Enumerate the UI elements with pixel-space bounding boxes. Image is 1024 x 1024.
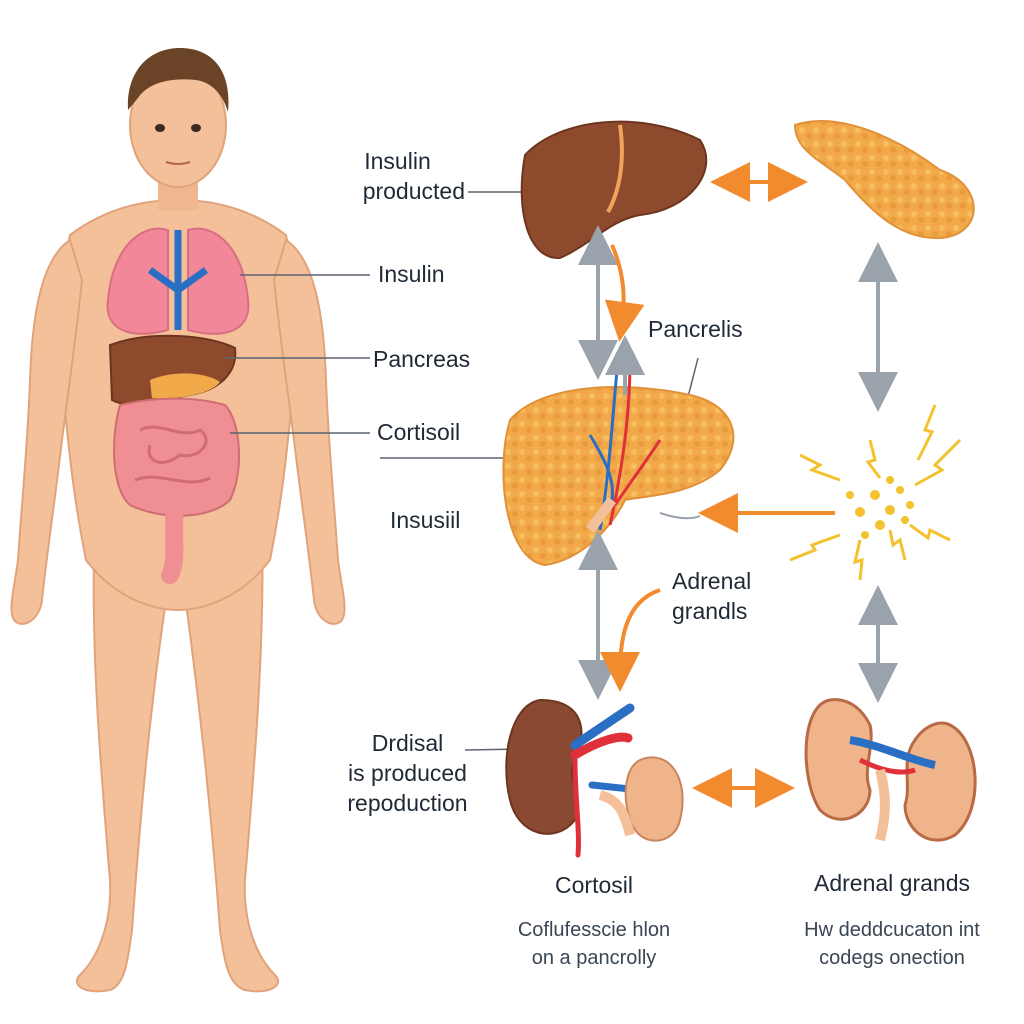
caption-cortosil: Coflufesscie hlon on a pancrolly: [518, 916, 670, 972]
left-arm: [10, 238, 84, 625]
pancreas-in-body: [150, 373, 220, 399]
label-insulin-produced-line1: Insulin: [364, 148, 431, 174]
caption-adrenal-grands: Hw deddcucaton int codegs onection: [804, 916, 980, 972]
lungs: [106, 227, 250, 335]
label-adrenal-grandls: Adrenal grandls: [672, 566, 751, 626]
label-insusiil: Insusiil: [390, 507, 461, 533]
kidney-organ: [505, 698, 583, 835]
mouth: [165, 161, 191, 165]
pancreas-vessels: [585, 359, 662, 533]
label-insulin: Insulin: [378, 261, 445, 287]
label-pancreas: Pancreas: [373, 346, 471, 372]
label-drdisal-line3: repoduction: [347, 790, 468, 816]
label-drdisal-line1: Drdisal: [371, 730, 444, 756]
label-insulin-produced-line2: producted: [362, 178, 465, 204]
caption-cortosil-line1: Coflufesscie hlon: [517, 919, 671, 941]
left-eye: [155, 124, 165, 132]
right-eye: [191, 124, 201, 132]
arrow-small-gray: [659, 512, 701, 520]
human-figure: [10, 48, 346, 993]
arrows: [578, 162, 898, 808]
adrenal-glands-pair: [804, 698, 977, 842]
caption-adrenal-line1: Hw deddcucaton int: [804, 919, 980, 941]
label-insulin-produced: Insulin producted: [330, 146, 465, 206]
right-leg: [178, 518, 280, 993]
label-drdisal-line2: is produced: [348, 760, 467, 786]
label-adrenal-grandls-line2: grandls: [672, 598, 748, 624]
caption-cortosil-line2: on a pancrolly: [531, 947, 657, 969]
label-pancrelis: Pancrelis: [648, 316, 743, 342]
label-adrenal-grands: Adrenal grands: [814, 870, 970, 896]
hair: [127, 48, 229, 112]
caption-adrenal-line2: codegs onection: [819, 947, 965, 969]
label-adrenal-grandls-line1: Adrenal: [672, 568, 752, 594]
liver-organ: [520, 120, 708, 260]
right-arm: [272, 238, 346, 625]
adrenal-gland-small: [624, 756, 684, 842]
label-cortosil: Cortosil: [555, 872, 633, 898]
left-leg: [75, 518, 174, 993]
pancreas-organ-top: [793, 120, 975, 240]
arrow-orange-down-top: [604, 244, 645, 342]
label-drdisal: Drdisal is produced repoduction: [335, 728, 480, 818]
arrow-orange-curve-bottom: [600, 588, 661, 692]
intestines: [113, 397, 240, 584]
label-cortisoil: Cortisoil: [377, 419, 461, 445]
hormone-burst: [789, 404, 962, 581]
